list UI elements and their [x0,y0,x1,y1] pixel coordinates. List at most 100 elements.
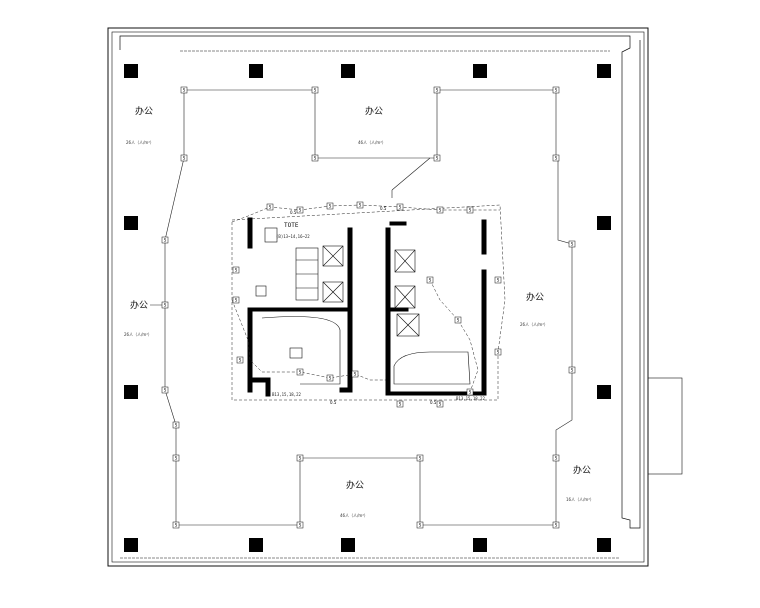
detector-symbol: S [299,208,302,213]
room-label: 办公 [346,481,365,491]
column [249,538,263,552]
smoke-detector-icon: S [236,356,244,364]
detector-symbol: S [299,370,302,375]
smoke-detector-icon: S [296,206,304,214]
smoke-detector-icon: S [180,86,188,94]
smoke-detector-icon: S [568,240,576,248]
smoke-detector-icon: S [416,521,424,529]
detector-symbol: S [439,402,442,407]
detector-symbol: S [235,268,238,273]
smoke-detector-icon: S [454,316,462,324]
column [473,64,487,78]
room-label: 办公 [526,293,545,303]
smoke-detector-icon: S [296,521,304,529]
detector-symbol: S [436,156,439,161]
detector-symbol: S [457,318,460,323]
smoke-detector-icon: S [433,86,441,94]
column [341,64,355,78]
smoke-detector-icon: S [232,266,240,274]
detector-symbol: S [555,156,558,161]
detector-symbol: S [175,523,178,528]
detector-note-left: B13,15,18,22 [272,392,301,397]
inner-wall [111,31,645,563]
column [473,538,487,552]
room-occupancy: 26人（人/m²） [126,140,154,145]
core-detector-loop [231,204,506,401]
detector-symbol: S [299,456,302,461]
side-annex [647,377,683,475]
smoke-detector-icon: S [180,154,188,162]
detector-symbol: S [497,278,500,283]
room-occupancy: 26人（人/m²） [520,322,548,327]
room-label: 办公 [365,107,384,117]
smoke-detector-icon: S [266,203,274,211]
detector-symbol: S [329,204,332,209]
detector-symbol: S [314,88,317,93]
columns [124,64,611,552]
detector-symbol: S [299,523,302,528]
smoke-detector-icon: S [426,276,434,284]
detector-symbol: S [419,523,422,528]
outer-wall [107,27,649,567]
column [341,538,355,552]
detector-symbol: S [359,203,362,208]
detector-symbol: S [571,368,574,373]
smoke-detector-icon: S [232,296,240,304]
detectors: S S S S S S S S S S S S S S S S S S S S S S S S S S S S S S S S S S S S S S S S… [161,86,576,529]
detector-symbol: S [399,205,402,210]
core-fixtures [255,227,471,385]
smoke-detector-icon: S [161,236,169,244]
detector-symbol: S [399,402,402,407]
room-occupancy: 26人（人/m²） [124,332,152,337]
detector-symbol: S [436,88,439,93]
smoke-detector-icon: S [326,202,334,210]
room-label: 办公 [130,301,149,311]
smoke-detector-icon: S [296,454,304,462]
smoke-detector-icon: S [161,386,169,394]
detector-symbol: S [469,208,472,213]
smoke-detector-icon: S [161,301,169,309]
room-occupancy: 16人（人/m²） [566,497,594,502]
facade-line [119,35,641,529]
detector-symbol: S [439,208,442,213]
detector-symbol: S [235,298,238,303]
smoke-detector-icon: S [552,86,560,94]
smoke-detector-icon: S [296,368,304,376]
smoke-detector-icon: S [396,400,404,408]
smoke-detector-icon: S [172,421,180,429]
pipe-label: 0.5 [430,400,437,405]
smoke-detector-icon: S [552,521,560,529]
column [597,385,611,399]
smoke-detector-icon: S [172,454,180,462]
detector-symbol: S [175,456,178,461]
core-walls [247,217,487,397]
detector-symbol: S [555,523,558,528]
column [597,64,611,78]
room-label: 办公 [573,466,592,476]
smoke-detector-icon: S [172,521,180,529]
detector-symbol: S [175,423,178,428]
column [124,538,138,552]
detector-symbol: S [419,456,422,461]
smoke-detector-icon: S [351,370,359,378]
pipe-label: 0.5 [330,400,337,405]
column [249,64,263,78]
smoke-detector-icon: S [396,203,404,211]
pipe-label: 0.5 [290,210,297,215]
detector-symbol: S [497,350,500,355]
smoke-detector-icon: S [568,366,576,374]
pipe-label: 0.5 [380,206,387,211]
detector-symbol: S [269,205,272,210]
detector-routing [150,89,573,526]
column [124,64,138,78]
smoke-detector-icon: S [416,454,424,462]
detector-symbol: S [354,372,357,377]
smoke-detector-icon: S [552,454,560,462]
detector-symbol: S [239,358,242,363]
detector-range-label: (B)13~14,16~22 [276,234,310,239]
detector-symbol: S [469,390,472,395]
column [124,216,138,230]
stair-mark: TOTE [284,222,299,229]
smoke-detector-icon: S [436,400,444,408]
